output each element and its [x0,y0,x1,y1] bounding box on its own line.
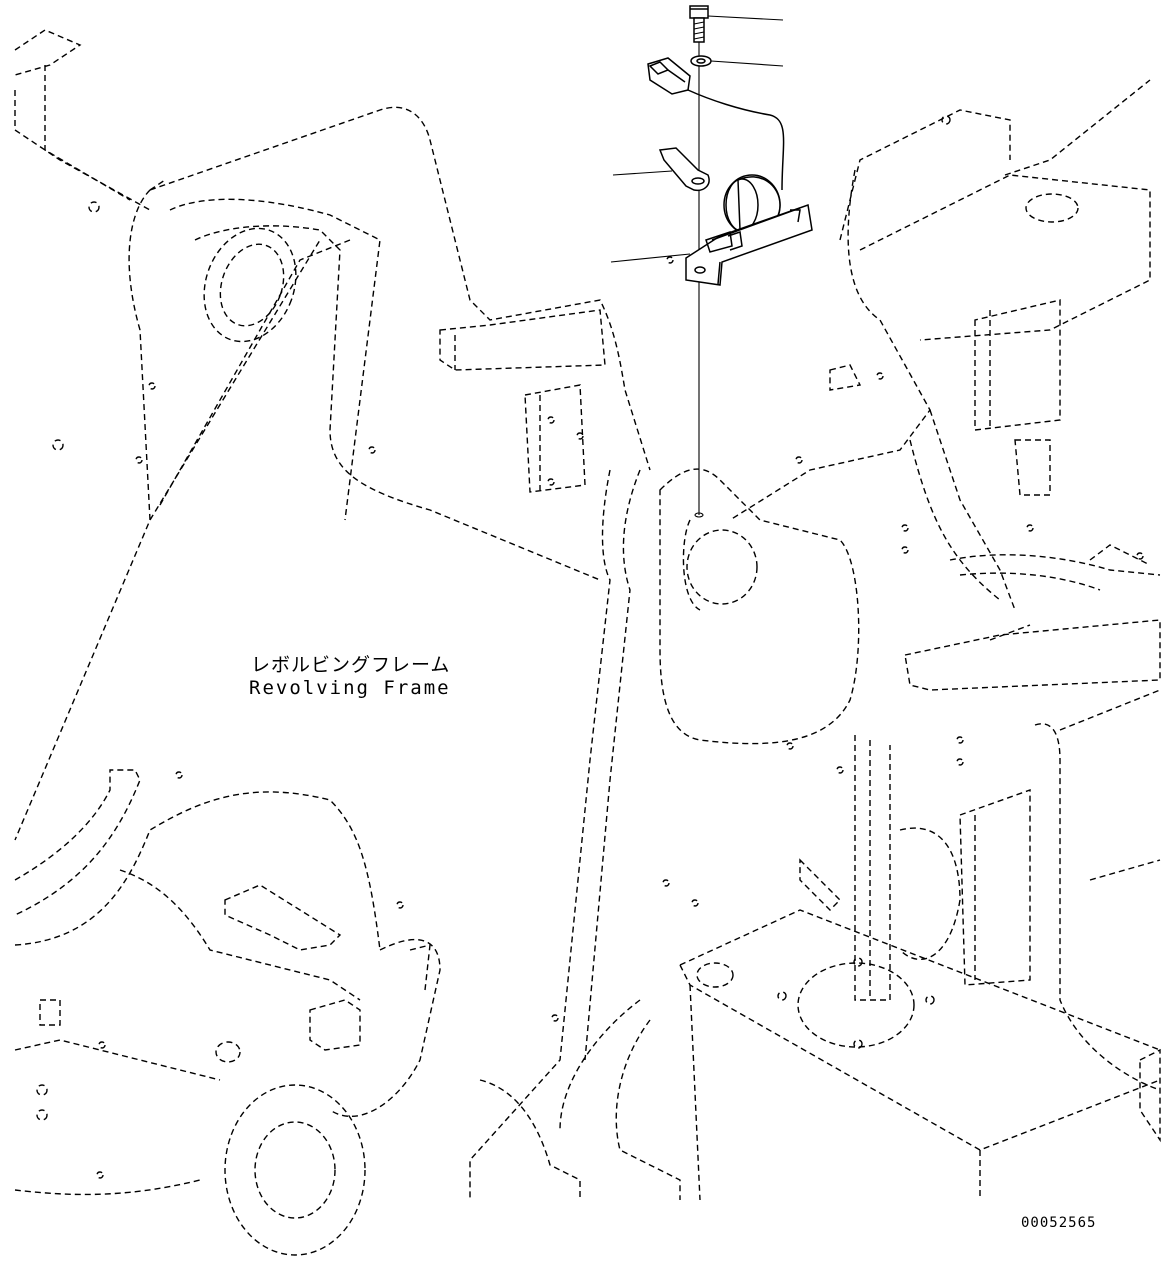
leader-lines [610,15,784,263]
revolving-frame-outline [14,29,1161,1256]
bolt-part [689,5,709,43]
drawing-number: 00052565 [1021,1215,1097,1231]
revolving-frame-label-en: Revolving Frame [249,677,451,699]
connector-part [647,57,785,191]
revolving-frame-label-jp: レボルビングフレーム [251,654,451,676]
relay-part [685,174,813,286]
washer-part [690,55,712,67]
exploded-assembly [610,5,813,518]
clip-bracket-part [658,147,710,192]
